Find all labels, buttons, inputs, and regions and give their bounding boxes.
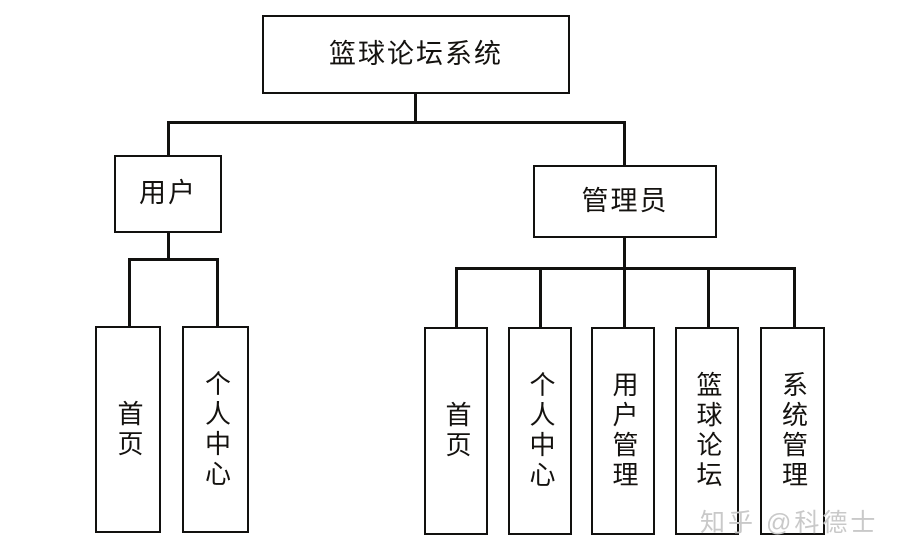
- connector-admin-child-1: [455, 267, 458, 328]
- connector-user-child-2: [216, 258, 219, 328]
- node-admin-sys-mgmt[interactable]: 系统管理: [760, 327, 825, 535]
- node-admin[interactable]: 管理员: [533, 165, 717, 238]
- connector-main-bus: [167, 121, 626, 124]
- connector-bus-to-user: [167, 121, 170, 157]
- node-user-home-label: 首页: [114, 399, 144, 460]
- node-admin-sys-mgmt-label: 系统管理: [778, 371, 808, 491]
- node-root-label: 篮球论坛系统: [329, 38, 503, 69]
- connector-user-bus: [128, 258, 219, 261]
- node-admin-user-mgmt[interactable]: 用户管理: [591, 327, 655, 535]
- connector-admin-child-2: [539, 267, 542, 328]
- node-root[interactable]: 篮球论坛系统: [262, 15, 570, 94]
- node-user[interactable]: 用户: [114, 155, 222, 233]
- node-user-center-label: 个人中心: [201, 369, 231, 490]
- connector-admin-child-5: [793, 267, 796, 328]
- node-admin-center[interactable]: 个人中心: [508, 327, 572, 535]
- node-user-home[interactable]: 首页: [95, 326, 161, 533]
- node-admin-forum[interactable]: 篮球论坛: [675, 327, 739, 535]
- connector-user-child-1: [128, 258, 131, 328]
- node-admin-label: 管理员: [581, 185, 669, 216]
- node-user-label: 用户: [139, 178, 197, 209]
- connector-admin-child-3: [623, 267, 626, 328]
- node-admin-forum-label: 篮球论坛: [693, 371, 723, 491]
- connector-user-stem: [167, 231, 170, 260]
- node-user-center[interactable]: 个人中心: [182, 326, 249, 533]
- watermark: 知乎 @科德士: [700, 509, 879, 537]
- connector-admin-child-4: [707, 267, 710, 328]
- node-admin-home[interactable]: 首页: [424, 327, 488, 535]
- connector-root-stem: [414, 93, 417, 124]
- node-admin-center-label: 个人中心: [526, 371, 556, 491]
- connector-admin-stem: [623, 237, 626, 269]
- connector-bus-to-admin: [623, 121, 626, 167]
- node-admin-home-label: 首页: [442, 401, 472, 461]
- node-admin-user-mgmt-label: 用户管理: [609, 371, 639, 491]
